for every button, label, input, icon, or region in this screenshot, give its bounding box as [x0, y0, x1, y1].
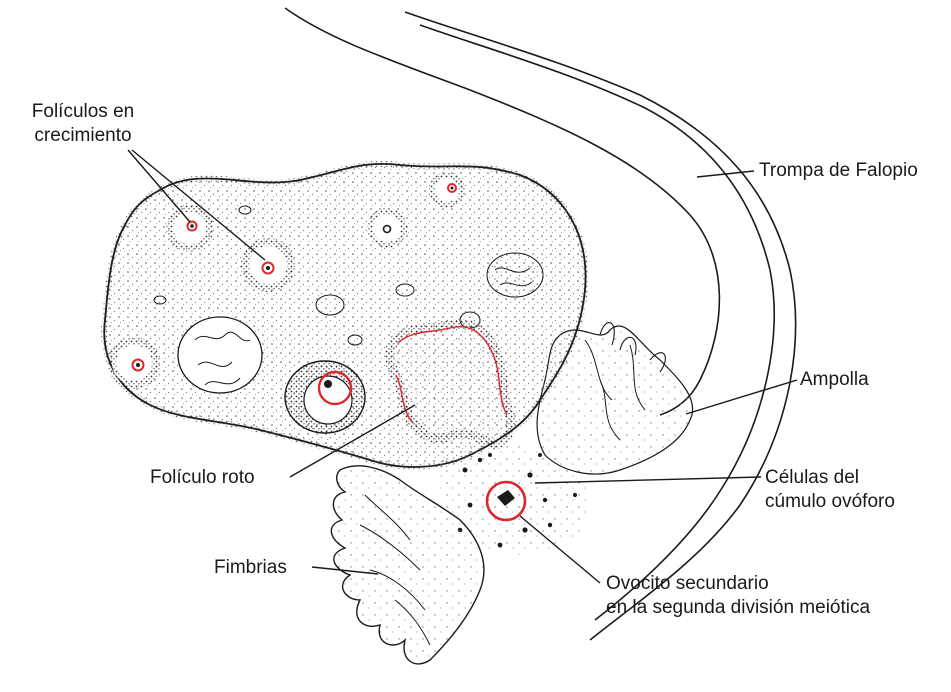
follicle-antral — [285, 361, 365, 433]
label-ruptured-follicle: Folículo roto — [150, 466, 255, 490]
label-fimbriae-text: Fimbrias — [214, 556, 287, 580]
label-fallopian-tube: Trompa de Falopio — [759, 159, 918, 183]
label-growing-follicles-line2: crecimiento — [8, 124, 158, 148]
label-secondary-oocyte-line2: en la segunda división meiótica — [606, 596, 870, 620]
label-fallopian-tube-text: Trompa de Falopio — [759, 159, 918, 183]
follicle-top-right — [432, 175, 462, 205]
label-cumulus-cells-line2: cúmulo ovóforo — [765, 490, 895, 514]
follicle-left — [112, 341, 156, 385]
follicle-top-left — [170, 208, 210, 248]
follicle-mid-right — [370, 211, 404, 245]
label-cumulus-cells-line1: Células del — [765, 466, 895, 490]
label-growing-follicles: Folículos en crecimiento — [8, 100, 158, 148]
label-fimbriae: Fimbrias — [214, 556, 287, 580]
label-cumulus-cells: Células del cúmulo ovóforo — [765, 466, 895, 514]
label-growing-follicles-line1: Folículos en — [8, 100, 158, 124]
label-ampulla-text: Ampolla — [800, 368, 869, 392]
label-secondary-oocyte-line1: Ovocito secundario — [606, 572, 870, 596]
label-ruptured-follicle-text: Folículo roto — [150, 466, 255, 490]
leader-ampulla — [686, 380, 797, 414]
label-secondary-oocyte: Ovocito secundario en la segunda divisió… — [606, 572, 870, 620]
label-ampulla: Ampolla — [800, 368, 869, 392]
